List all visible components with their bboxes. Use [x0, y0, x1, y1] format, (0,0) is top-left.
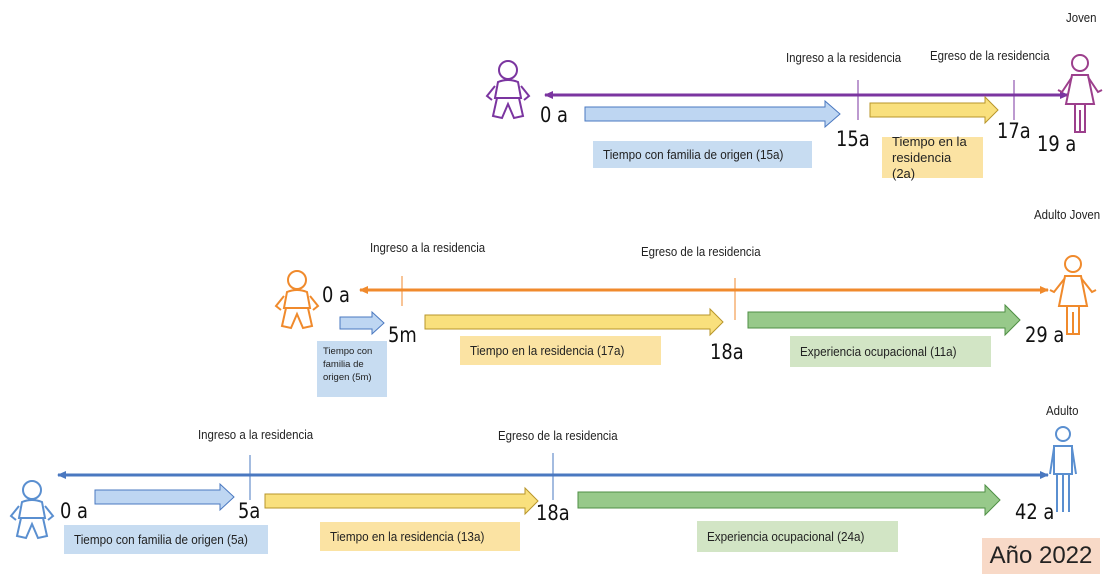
tick-label: 29 a [1025, 323, 1065, 347]
event-label-ingreso: Ingreso a la residencia [198, 427, 314, 442]
tick-label: 42 a [1015, 500, 1055, 524]
person-label-joven: Joven [1066, 10, 1097, 25]
tick-label: 18a [536, 501, 570, 525]
period-box-occupation: Experiencia ocupacional (11a) [790, 336, 991, 367]
tick-label: 15a [836, 127, 870, 151]
person-label-adulto: Adulto [1046, 403, 1079, 418]
period-box-residence: Tiempo en la residencia (13a) [320, 522, 520, 551]
period-box-family: Tiempo con familia de origen (15a) [593, 141, 812, 168]
event-label-ingreso: Ingreso a la residencia [370, 240, 486, 255]
tick-label: 0 a [322, 283, 350, 307]
period-arrow-family [584, 99, 841, 129]
period-arrow-residence [424, 307, 724, 337]
tick-label: 5a [238, 499, 261, 523]
person-label-adulto-joven: Adulto Joven [1034, 207, 1101, 222]
period-arrow-occupation [577, 483, 1001, 517]
period-arrow-occupation [747, 303, 1021, 337]
period-arrow-family [94, 482, 235, 512]
period-box-residence: Tiempo en la residencia (2a) [882, 134, 983, 181]
baby-icon [485, 60, 531, 120]
event-label-egreso: Egreso de la residencia [641, 244, 761, 259]
tick-label: 18a [710, 340, 744, 364]
tick-label: 17a [997, 119, 1031, 143]
event-label-egreso: Egreso de la residencia [930, 48, 1050, 63]
baby-icon [274, 270, 320, 330]
tick-label: 0 a [60, 499, 88, 523]
period-box-residence: Tiempo en la residencia (17a) [460, 336, 661, 365]
period-box-occupation: Experiencia ocupacional (24a) [697, 521, 898, 552]
period-arrow-residence [869, 95, 999, 125]
event-label-ingreso: Ingreso a la residencia [786, 50, 902, 65]
period-arrow-family [339, 310, 385, 336]
period-box-family: Tiempo con familia de origen (5a) [64, 525, 268, 554]
young-woman-icon [1057, 54, 1103, 133]
event-label-egreso: Egreso de la residencia [498, 428, 618, 443]
tick-label: 0 a [540, 103, 568, 127]
baby-icon [9, 480, 55, 540]
year-label: Año 2022 [982, 538, 1100, 574]
period-arrow-residence [264, 486, 539, 516]
tick-label: 19 a [1037, 132, 1077, 156]
young-adult-woman-icon [1049, 255, 1097, 335]
adult-man-icon [1049, 426, 1077, 512]
period-box-family: Tiempo con familia de origen (5m) [317, 341, 387, 397]
tick-label: 5m [388, 323, 417, 347]
